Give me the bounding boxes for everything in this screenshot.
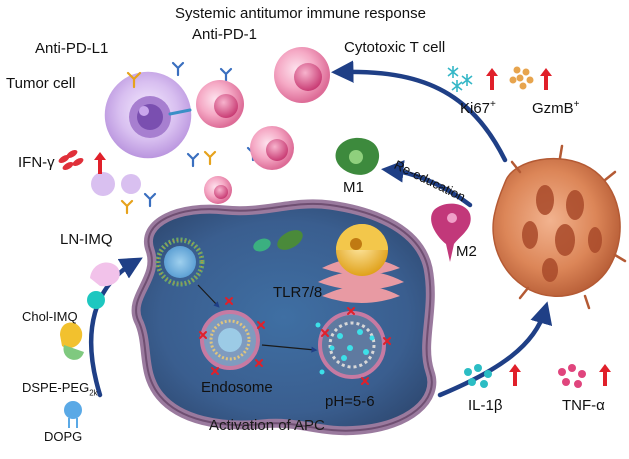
tlr-receptor-icon bbox=[199, 297, 391, 385]
flow-arrow-icon bbox=[197, 284, 318, 353]
tumor-cell-label: Tumor cell bbox=[6, 75, 76, 92]
t-cell-icon bbox=[91, 47, 330, 204]
tumor-cell-icon bbox=[103, 70, 193, 160]
gzmb-label: GzmB+ bbox=[532, 99, 580, 117]
il1b-label: IL-1β bbox=[468, 397, 503, 414]
tlr-label: TLR7/8 bbox=[273, 284, 323, 301]
ifn-gamma-label: IFN-γ bbox=[18, 154, 55, 171]
lymph-node-icon bbox=[492, 144, 627, 310]
dopg-label: DOPG bbox=[44, 429, 83, 444]
m2-label: M2 bbox=[456, 243, 477, 260]
m1-label: M1 bbox=[343, 179, 364, 196]
ki67-superscript: + bbox=[490, 99, 496, 110]
gzmb-text: GzmB bbox=[532, 100, 574, 117]
ln-imq-label: LN-IMQ bbox=[60, 231, 113, 248]
activation-label: Activation of APC bbox=[209, 417, 325, 434]
cytotoxic-t-cell-label: Cytotoxic T cell bbox=[344, 39, 446, 56]
anti-pd-l1-label: Anti-PD-L1 bbox=[35, 40, 109, 57]
nucleus-icon bbox=[336, 224, 388, 276]
cytokine-icon bbox=[58, 150, 84, 170]
diagram-title: Systemic antitumor immune response bbox=[175, 5, 426, 22]
anti-pd-1-label: Anti-PD-1 bbox=[192, 26, 258, 43]
liposome-icon bbox=[155, 237, 205, 287]
endosome-label: Endosome bbox=[201, 379, 273, 396]
tnfa-label: TNF-α bbox=[562, 397, 605, 414]
ph-label: pH=5-6 bbox=[325, 393, 375, 410]
lipid-icon bbox=[60, 262, 120, 428]
macrophage-icon bbox=[335, 137, 471, 262]
mitochondrion-icon bbox=[253, 230, 303, 252]
gzmb-superscript: + bbox=[573, 99, 580, 110]
flow-arrow-icon bbox=[88, 60, 553, 398]
ki67-label: Ki67+ bbox=[460, 99, 496, 117]
dspe-peg-text: DSPE-PEG bbox=[22, 380, 90, 395]
dspe-peg-subscript: 2k bbox=[89, 388, 98, 398]
cytokine-icon bbox=[464, 364, 586, 388]
cytokine-icon bbox=[447, 66, 534, 92]
chol-imq-label: Chol-IMQ bbox=[22, 309, 78, 324]
dspe-peg-label: DSPE-PEG2k bbox=[22, 380, 98, 397]
ki67-text: Ki67 bbox=[460, 100, 491, 117]
up-arrow-icon bbox=[94, 68, 611, 386]
